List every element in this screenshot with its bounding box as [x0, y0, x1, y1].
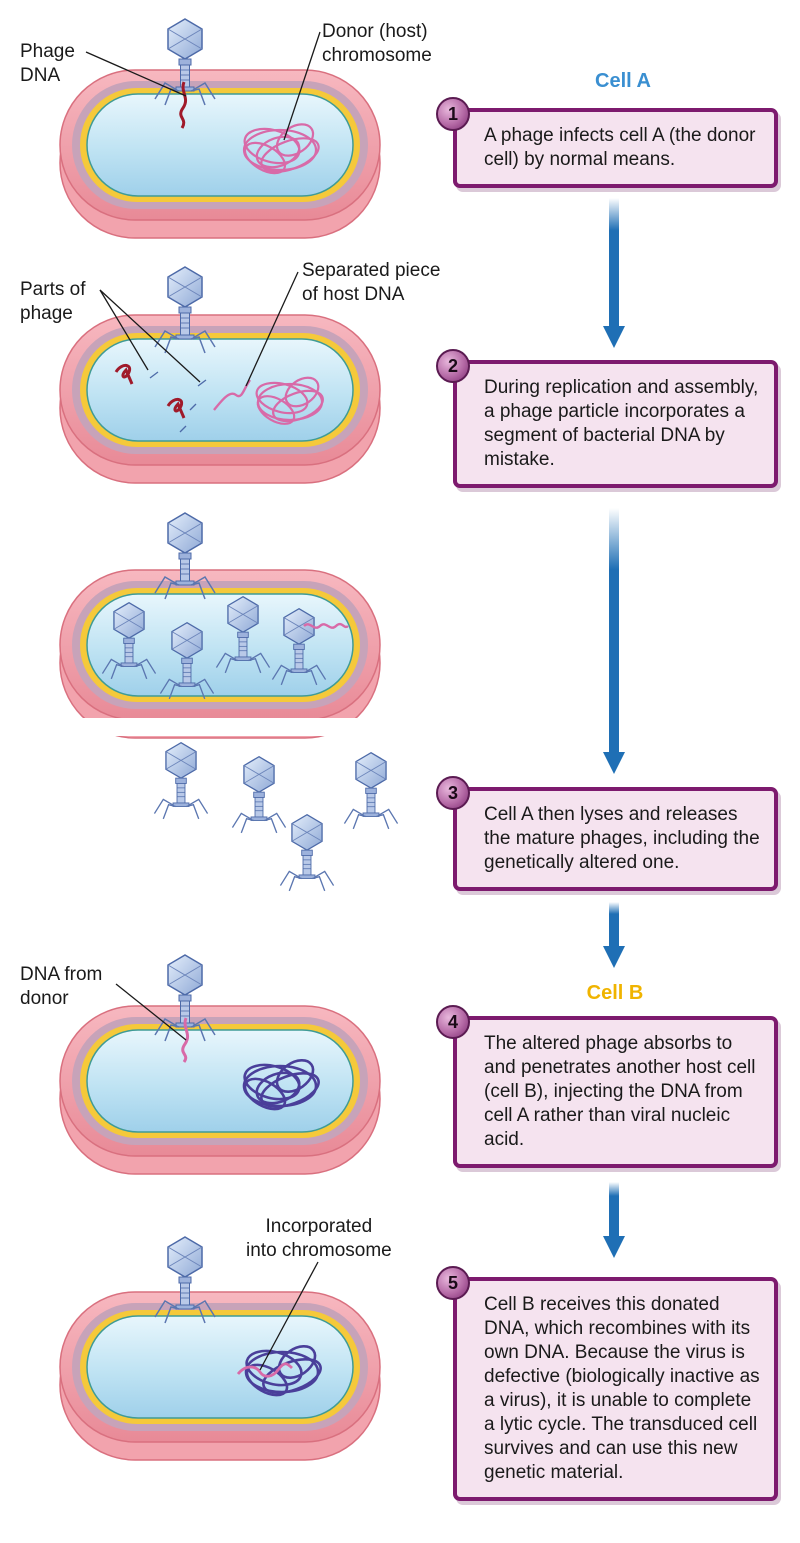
flow-arrow-1 — [603, 198, 625, 348]
phage-icon — [231, 756, 287, 834]
panel-1-infection — [59, 18, 381, 239]
cell-b-title: Cell B — [586, 982, 644, 1004]
label-donor-chromosome: Donor (host) chromosome — [322, 21, 432, 66]
panel-4-injection — [59, 954, 381, 1175]
step-2-badge: 2 — [436, 349, 470, 383]
phage-icon — [343, 752, 399, 830]
label-incorporated: Incorporated into chromosome — [246, 1216, 392, 1261]
step-1-badge: 1 — [436, 97, 470, 131]
cell-b-chromosome — [242, 1059, 320, 1111]
step-3-box: Cell A then lyses and releases the matur… — [453, 787, 778, 891]
host-chromosome — [255, 376, 324, 425]
recombined-chromosome — [244, 1345, 322, 1397]
panel-2-replication — [59, 266, 381, 484]
flow-arrow-2 — [603, 508, 625, 774]
step-1-box: A phage infects cell A (the donor cell) … — [453, 108, 778, 188]
cell-a-body — [59, 69, 381, 239]
phage-icon — [153, 742, 209, 820]
cell-a-body — [59, 569, 381, 739]
cell-b-body — [59, 1005, 381, 1175]
step-5-badge: 5 — [436, 1266, 470, 1300]
label-phage-dna: Phage DNA — [20, 41, 75, 86]
step-4-badge: 4 — [436, 1005, 470, 1039]
label-separated-piece: Separated piece of host DNA — [302, 260, 441, 305]
cell-a-title: Cell A — [595, 70, 651, 92]
flow-arrow-3 — [603, 902, 625, 968]
label-dna-from-donor: DNA from donor — [20, 964, 103, 1009]
cell-a-body — [59, 314, 381, 484]
panel-3-lysis — [59, 512, 399, 892]
phage-icon — [279, 814, 335, 892]
step-2-box: During replication and assembly, a phage… — [453, 360, 778, 488]
host-chromosome — [242, 123, 320, 175]
step-3-badge: 3 — [436, 776, 470, 810]
label-parts-of-phage: Parts of phage — [20, 279, 86, 324]
panel-5-recombination — [59, 1236, 381, 1461]
step-4-box: The altered phage absorbs to and penetra… — [453, 1016, 778, 1168]
flow-arrow-4 — [603, 1182, 625, 1258]
step-5-box: Cell B receives this donated DNA, which … — [453, 1277, 778, 1501]
cell-b-body — [59, 1291, 381, 1461]
